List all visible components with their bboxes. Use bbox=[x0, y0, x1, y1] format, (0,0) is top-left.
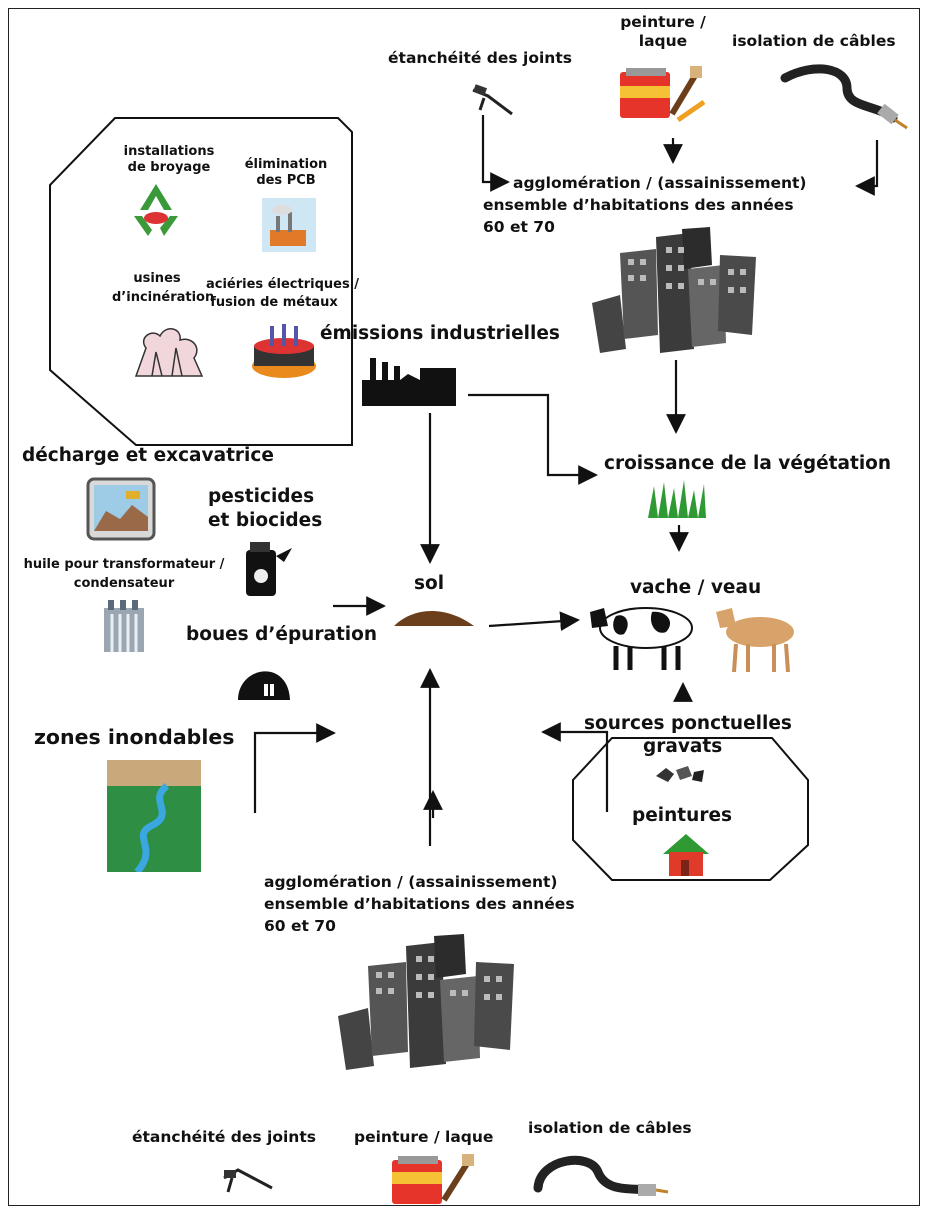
steel-label-l2: fusion de métaux bbox=[210, 295, 338, 310]
vegetation-growth-label: croissance de la végétation bbox=[604, 453, 892, 474]
paint-label-bottom: peinture / laque bbox=[354, 1128, 494, 1146]
house-icon bbox=[663, 834, 709, 876]
sealing-label-top: étanchéité des joints bbox=[388, 49, 572, 67]
incineration-plant-icon bbox=[134, 328, 204, 377]
arrow-soil-to-cow bbox=[488, 611, 580, 632]
paints-label: peintures bbox=[632, 805, 732, 826]
pesticides-label-l1: pesticides bbox=[208, 486, 315, 507]
agglo-bottom-l1: agglomération / (assainissement) bbox=[264, 873, 558, 891]
floodplains-label: zones inondables bbox=[34, 725, 235, 749]
pesticide-sprayer-icon bbox=[246, 542, 292, 596]
paint-can-icon bbox=[620, 66, 706, 123]
industrial-emissions-label: émissions industrielles bbox=[320, 323, 560, 344]
pcb-label-l2: des PCB bbox=[256, 173, 316, 188]
electric-furnace-icon bbox=[252, 324, 316, 378]
incineration-label-l1: usines bbox=[133, 271, 181, 286]
incineration-label-l2: d’incinération bbox=[112, 290, 215, 305]
cables-label-bottom: isolation de câbles bbox=[528, 1119, 692, 1137]
transformer-oil-label-l2: condensateur bbox=[73, 576, 175, 591]
point-sources-label-l1: sources ponctuelles bbox=[584, 713, 792, 734]
arrow-cables-to-bottom-agglo bbox=[541, 722, 609, 812]
agglo-top-l1: agglomération / (assainissement) bbox=[513, 174, 807, 192]
agglo-bottom-l3: 60 et 70 bbox=[264, 917, 336, 935]
sealing-label-bottom: étanchéité des joints bbox=[132, 1128, 316, 1146]
point-sources-label-l2: gravats bbox=[643, 736, 723, 757]
shredding-label-l1: installations bbox=[123, 144, 215, 159]
pcb-label-l1: élimination bbox=[244, 157, 328, 172]
landfill-label: décharge et excavatrice bbox=[22, 445, 274, 466]
floodplain-icon bbox=[107, 760, 201, 872]
sludge-pile-icon bbox=[238, 671, 290, 700]
recycling-icon bbox=[134, 184, 178, 236]
pcb-plant-icon bbox=[262, 198, 316, 252]
arrow-sealing-to-agglo bbox=[481, 115, 510, 192]
buildings-icon-bottom bbox=[338, 934, 514, 1070]
agglo-bottom-l2: ensemble d’habitations des années bbox=[264, 895, 575, 913]
cable-icon-bottom bbox=[533, 1155, 669, 1196]
sewage-sludge-label: boues d’épuration bbox=[186, 624, 378, 645]
buildings-icon-top bbox=[592, 227, 756, 353]
agglo-top-l2: ensemble d’habitations des années bbox=[483, 196, 794, 214]
cables-label-top: isolation de câbles bbox=[732, 32, 896, 50]
industry-group-outline bbox=[49, 117, 353, 446]
cow-calf-label: vache / veau bbox=[630, 577, 762, 598]
arrow-sealing-to-bottom-agglo bbox=[253, 723, 336, 813]
factory-icon bbox=[362, 358, 456, 406]
steel-label-l1: aciéries électriques / bbox=[206, 277, 359, 292]
arrow-cables-to-agglo bbox=[855, 140, 879, 196]
shredding-label-l2: de broyage bbox=[127, 160, 211, 175]
transformer-oil-label-l1: huile pour transformateur / bbox=[23, 557, 225, 572]
point-sources-outline bbox=[572, 737, 809, 881]
calf-icon bbox=[716, 608, 794, 673]
cow-icon bbox=[590, 607, 693, 670]
landfill-icon bbox=[86, 477, 156, 541]
sealant-gun-icon-bottom bbox=[223, 1168, 273, 1193]
arrow-emissions-to-vegetation bbox=[468, 393, 598, 485]
paint-label-top-l2: laque bbox=[638, 32, 688, 50]
pesticides-label-l2: et biocides bbox=[208, 510, 323, 531]
cable-icon bbox=[780, 64, 908, 130]
transformer-icon bbox=[104, 600, 144, 652]
sealant-gun-icon bbox=[472, 84, 513, 116]
rubble-icon bbox=[656, 766, 704, 782]
soil-pile-icon bbox=[394, 610, 474, 626]
paint-can-icon-bottom bbox=[392, 1154, 474, 1204]
agglo-top-l3: 60 et 70 bbox=[483, 218, 555, 236]
soil-label: sol bbox=[414, 573, 445, 594]
grass-icon bbox=[648, 480, 706, 518]
paint-label-top-l1: peinture / bbox=[620, 13, 706, 31]
